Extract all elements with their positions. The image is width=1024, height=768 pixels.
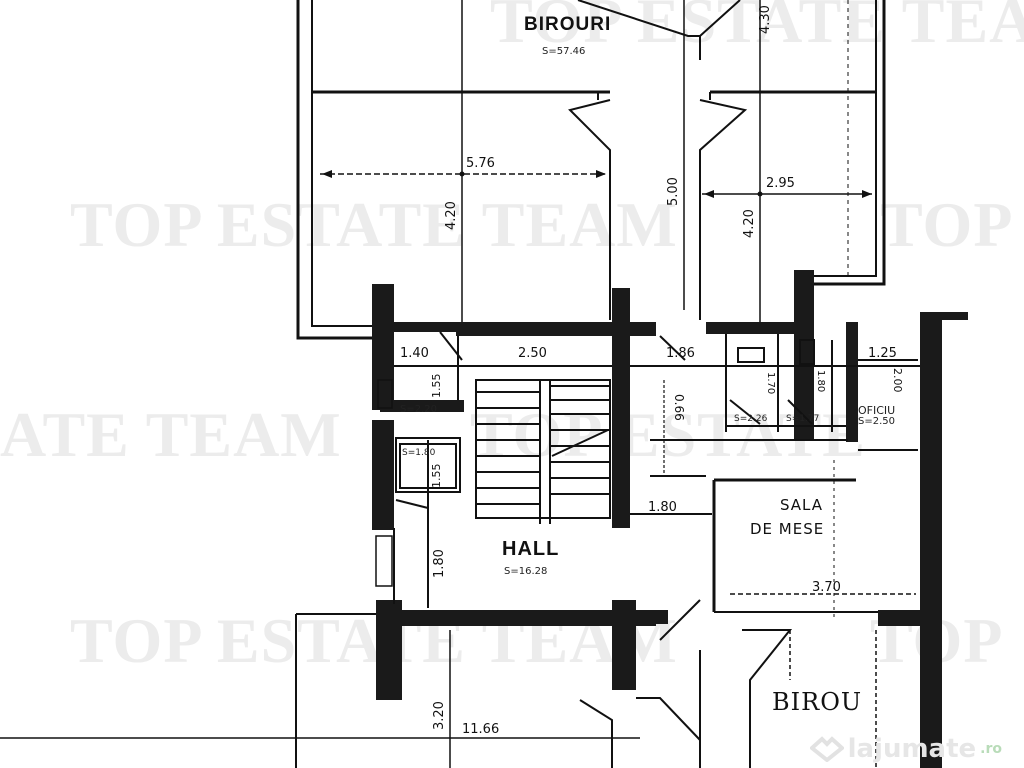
logo-tld: .ro <box>980 741 1002 757</box>
dimension-label: 1.55 <box>430 373 443 399</box>
dimension-label: 1.40 <box>400 346 429 361</box>
room-area-hall: S=16.28 <box>504 566 548 577</box>
room-area-birouri: S=57.46 <box>542 46 586 57</box>
dimension-label: 1.55 <box>430 463 443 489</box>
dimension-label: 4.20 <box>444 201 459 230</box>
room-label-oficiu: OFICIU <box>858 404 896 417</box>
room-label-birouri: BIROURI <box>524 14 612 35</box>
room-area-wc1: S=2.26 <box>734 414 768 424</box>
dimension-label: 4.30 <box>758 5 773 34</box>
dimension-label: 1.70 <box>765 372 776 395</box>
room-area-wc2: S=1.77 <box>786 414 820 424</box>
dimension-label: 11.66 <box>462 722 500 737</box>
room-area-small-room: S=2.20 <box>400 404 437 415</box>
lajumate-logo: lajumate.ro <box>809 734 1002 764</box>
room-label-hall: HALL <box>502 538 560 560</box>
dimension-label: 2.95 <box>766 176 795 191</box>
room-area-elevator: S=1.80 <box>402 448 436 458</box>
logo-text: lajumate <box>847 734 977 764</box>
heart-house-icon <box>809 736 844 762</box>
dimension-label: 1.80 <box>648 500 677 515</box>
room-label-birou: BIROU <box>772 688 863 716</box>
dimension-label: 1.25 <box>868 346 897 361</box>
room-area-oficiu: S=2.50 <box>858 416 895 427</box>
dimension-label: 4.20 <box>742 209 757 238</box>
room-label-sala-de-mese-line2: DE MESE <box>750 520 825 538</box>
dimension-label: 1.80 <box>815 370 826 393</box>
dimension-label: 2.00 <box>891 368 904 393</box>
dimension-label: 3.20 <box>432 701 447 730</box>
dimension-label: 5.00 <box>666 177 681 206</box>
dimension-label: 1.80 <box>432 549 447 578</box>
dimension-label: 3.70 <box>812 580 841 595</box>
dimension-label: 5.76 <box>466 156 495 171</box>
dimension-label: 0.66 <box>672 394 686 421</box>
dimension-label: 2.50 <box>518 346 547 361</box>
dimension-label: 1.86 <box>666 346 695 361</box>
room-label-sala-de-mese-line1: SALA <box>780 496 824 514</box>
